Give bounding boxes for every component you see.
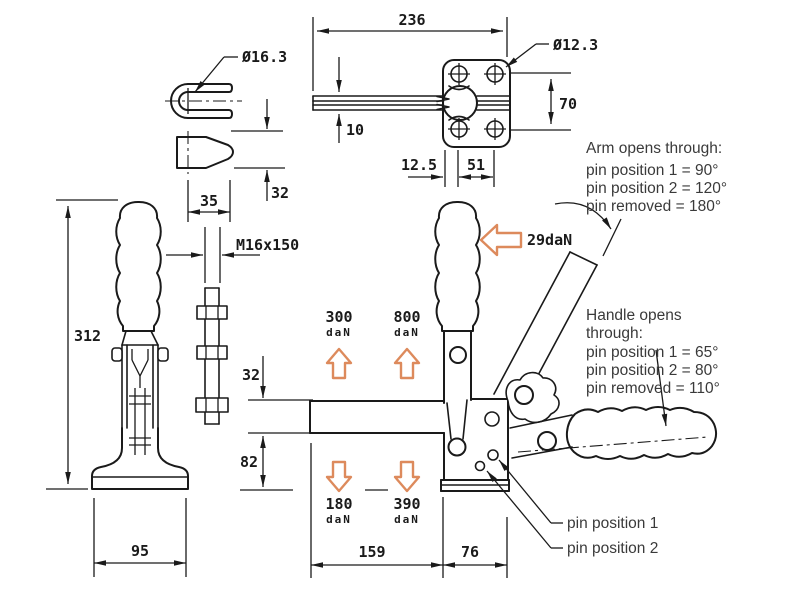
force-handle-value: 29daN (527, 231, 572, 249)
pin-hole-1 (487, 449, 499, 461)
pin-hole-2 (474, 460, 486, 472)
top-view: 236 Ø12.3 (312, 11, 598, 187)
dim-base-width: 95 (131, 542, 149, 560)
force-arrow-down-left (325, 460, 353, 493)
force-arrow-up-right (393, 347, 421, 380)
note-arm-line-1: Arm opens through: (586, 140, 722, 157)
dim-edge-offset: 12.5 (401, 156, 437, 174)
note-handle-line-2: through: (586, 325, 643, 342)
note-handle-line-4: pin position 2 = 80° (586, 362, 718, 379)
side-view: pin position 1 pin position 2 32 82 159 … (240, 201, 718, 578)
note-arm-line-3: pin position 2 = 120° (586, 180, 727, 197)
dim-hole-dia: Ø12.3 (552, 36, 598, 54)
clamp-body-side (440, 398, 510, 492)
dim-plunger-height: 32 (271, 184, 289, 202)
handle-grip-front (115, 201, 162, 332)
clamp-body-front (111, 330, 169, 455)
force-up-left-value: 300 (325, 308, 352, 326)
force-down-right-unit: daN (394, 513, 420, 526)
note-handle-line-5: pin removed = 110° (586, 380, 720, 397)
dim-spindle-thread: M16x150 (236, 236, 299, 254)
front-view: 312 95 (46, 199, 189, 577)
force-arrow-up-left (325, 347, 353, 380)
swing-arc (554, 202, 612, 230)
mounting-holes (448, 63, 506, 140)
force-up-right-unit: daN (394, 326, 420, 339)
plunger-detail: 35 32 (176, 99, 289, 222)
note-handle-line-3: pin position 1 = 65° (586, 344, 718, 361)
pin-position-1-label: pin position 1 (567, 515, 658, 532)
handle-grip-side (434, 201, 481, 332)
closed-handle (509, 406, 718, 460)
body-hole (484, 411, 500, 427)
note-arm-line-4: pin removed = 180° (586, 198, 721, 215)
force-up-right-value: 800 (393, 308, 420, 326)
note-handle-line-1: Handle opens (586, 307, 682, 324)
notes: Arm opens through: pin position 1 = 90° … (586, 140, 727, 397)
force-down-left-value: 180 (325, 495, 352, 513)
dim-hole-spacing-h: 51 (467, 156, 485, 174)
dim-hole-spacing-v: 70 (559, 95, 577, 113)
force-down-right-value: 390 (393, 495, 420, 513)
force-up-left-unit: daN (326, 326, 352, 339)
arm-bar-top (312, 95, 510, 111)
dim-plunger-width: 35 (200, 192, 218, 210)
handle-pin-hole (449, 346, 467, 364)
dim-overall-height: 312 (74, 327, 101, 345)
link-pivot (447, 437, 467, 457)
base-foot (91, 427, 189, 490)
pivot-boss (442, 85, 478, 121)
dim-body-width: 76 (461, 543, 479, 561)
dim-bar-thickness: 10 (346, 121, 364, 139)
dim-clevis-dia: Ø16.3 (241, 48, 287, 66)
dim-total-length: 236 (398, 11, 425, 29)
dim-base-height: 82 (240, 453, 258, 471)
force-arrow-handle (479, 223, 523, 257)
note-arm-line-2: pin position 1 = 90° (586, 162, 718, 179)
dim-arm-thickness: 32 (242, 366, 260, 384)
pin-removed-pointer (655, 349, 668, 427)
pin-position-2-label: pin position 2 (567, 540, 658, 557)
force-down-left-unit: daN (326, 513, 352, 526)
force-arrow-down-right (393, 460, 421, 493)
spindle-detail: M16x150 (166, 227, 299, 425)
force-annotations: 300 daN 800 daN 180 daN 390 daN 29daN (325, 223, 572, 526)
clevis-detail: Ø16.3 (165, 48, 287, 119)
dim-arm-length: 159 (358, 543, 385, 561)
